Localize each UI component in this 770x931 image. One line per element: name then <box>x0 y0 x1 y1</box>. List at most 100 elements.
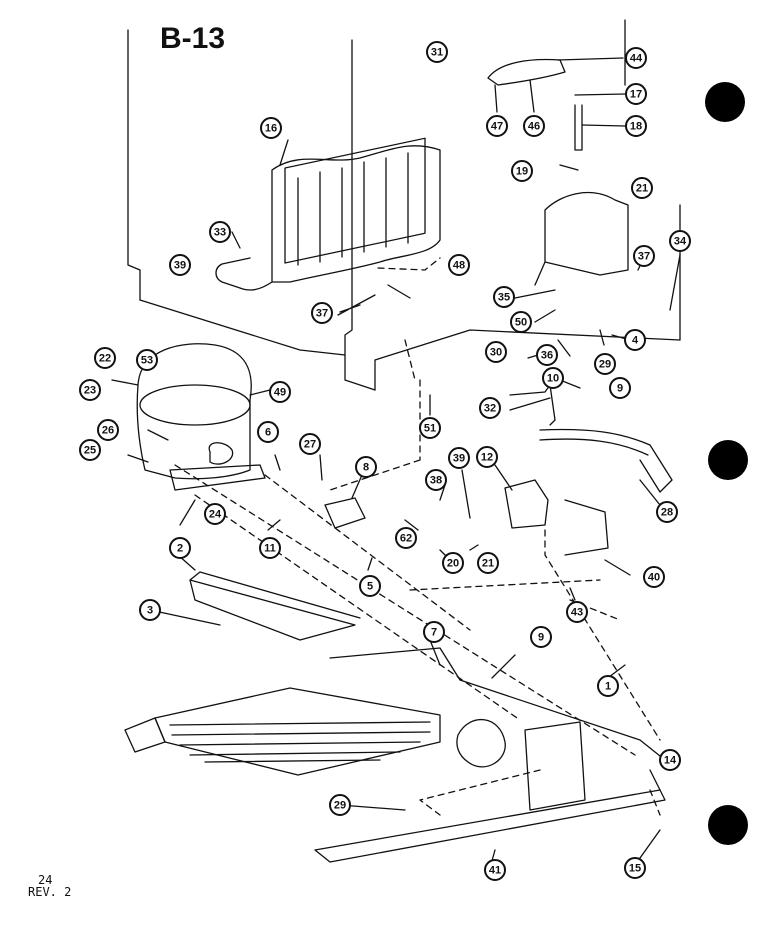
cabinet-outline <box>127 19 681 391</box>
callout-53: 53 <box>136 349 158 371</box>
callout-circle <box>209 221 231 243</box>
fan-shroud <box>456 719 586 811</box>
callout-41: 41 <box>484 859 506 881</box>
callout-label: 8 <box>363 462 369 474</box>
callout-circle <box>79 439 101 461</box>
damper-arm <box>487 58 566 86</box>
callout-circle <box>486 115 508 137</box>
callout-label: 15 <box>629 863 641 875</box>
callout-label: 43 <box>571 607 583 619</box>
callout-24: 24 <box>204 503 226 525</box>
compressor <box>136 343 266 491</box>
callout-circle <box>511 160 533 182</box>
callout-circle <box>597 675 619 697</box>
callout-62: 62 <box>395 527 417 549</box>
callout-label: 10 <box>547 373 559 385</box>
callout-circle <box>97 419 119 441</box>
callout-28: 28 <box>656 501 678 523</box>
callout-label: 49 <box>274 387 286 399</box>
callout-16: 16 <box>260 117 282 139</box>
callout-circle <box>609 377 631 399</box>
drain-pan <box>189 571 361 641</box>
callout-label: 35 <box>498 292 510 304</box>
callout-label: 21 <box>482 558 494 570</box>
callout-30: 30 <box>485 341 507 363</box>
callout-35: 35 <box>493 286 515 308</box>
callout-10: 10 <box>542 367 564 389</box>
callout-circle <box>594 353 616 375</box>
callout-circle <box>625 83 647 105</box>
punch-hole-bottom <box>708 805 748 845</box>
callout-circle <box>169 254 191 276</box>
callout-8: 8 <box>355 456 377 478</box>
callout-circle <box>79 379 101 401</box>
callout-label: 16 <box>265 123 277 135</box>
callout-label: 7 <box>431 627 437 639</box>
callout-label: 24 <box>209 509 222 521</box>
callout-circle <box>656 501 678 523</box>
callout-circle <box>566 601 588 623</box>
callout-6: 6 <box>257 421 279 443</box>
callout-51: 51 <box>419 417 441 439</box>
callout-29: 29 <box>329 794 351 816</box>
callout-34: 34 <box>669 230 691 252</box>
callout-20: 20 <box>442 552 464 574</box>
base-frame <box>314 647 666 863</box>
callout-38: 38 <box>425 469 447 491</box>
callout-49: 49 <box>269 381 291 403</box>
callout-label: 62 <box>400 533 412 545</box>
callout-27: 27 <box>299 433 321 455</box>
callout-12: 12 <box>476 446 498 468</box>
callout-circle <box>94 347 116 369</box>
callout-label: 50 <box>515 317 527 329</box>
callout-label: 29 <box>334 800 346 812</box>
bracket <box>534 192 629 286</box>
callout-37: 37 <box>633 245 655 267</box>
callout-label: 32 <box>484 403 496 415</box>
callout-circle <box>530 626 552 648</box>
callout-label: 2 <box>177 543 183 555</box>
page-number-block: 24 REV. 2 <box>28 874 71 898</box>
callout-22: 22 <box>94 347 116 369</box>
callout-18: 18 <box>625 115 647 137</box>
callout-circle <box>425 469 447 491</box>
callout-31: 31 <box>426 41 448 63</box>
callout-circle <box>479 397 501 419</box>
callout-circle <box>659 749 681 771</box>
relay <box>324 497 366 529</box>
callout-label: 31 <box>431 47 443 59</box>
callout-circle <box>329 794 351 816</box>
callout-label: 1 <box>605 681 611 693</box>
callout-4: 4 <box>624 329 646 351</box>
callout-label: 39 <box>174 260 186 272</box>
callout-23: 23 <box>79 379 101 401</box>
callout-circle <box>448 254 470 276</box>
callout-3: 3 <box>139 599 161 621</box>
callout-circle <box>476 446 498 468</box>
callout-48: 48 <box>448 254 470 276</box>
callout-label: 39 <box>453 453 465 465</box>
callout-1: 1 <box>597 675 619 697</box>
callout-label: 38 <box>430 475 442 487</box>
callout-36: 36 <box>536 344 558 366</box>
callout-circle <box>423 621 445 643</box>
condenser-coil <box>124 687 441 776</box>
callout-label: 9 <box>538 632 544 644</box>
callout-label: 37 <box>638 251 650 263</box>
callout-circle <box>257 421 279 443</box>
callout-circle <box>169 537 191 559</box>
callout-39: 39 <box>448 447 470 469</box>
callout-circle <box>633 245 655 267</box>
valve-tube <box>574 104 583 151</box>
callout-circle <box>426 41 448 63</box>
callout-37: 37 <box>311 302 333 324</box>
callout-circle <box>269 381 291 403</box>
callout-circle <box>542 367 564 389</box>
callout-26: 26 <box>97 419 119 441</box>
callout-label: 23 <box>84 385 96 397</box>
callout-14: 14 <box>659 749 681 771</box>
callout-label: 21 <box>636 183 648 195</box>
revision-label: REV. 2 <box>28 885 72 899</box>
callout-7: 7 <box>423 621 445 643</box>
callout-9: 9 <box>609 377 631 399</box>
